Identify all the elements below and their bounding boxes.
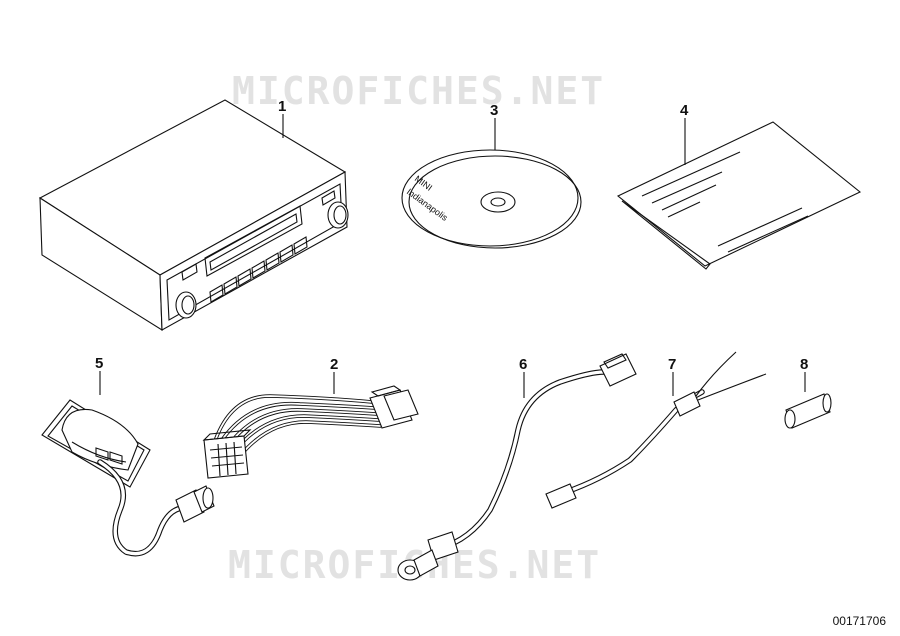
- part-8-sleeve: [784, 372, 832, 429]
- callout-7: 7: [668, 356, 676, 373]
- part-1-radio-unit: [38, 99, 349, 332]
- part-2-adapter-harness: [202, 372, 419, 479]
- part-6-antenna-cable: [397, 353, 637, 581]
- callout-6: 6: [519, 356, 527, 373]
- part-5-antenna: [41, 371, 215, 557]
- part-3-navigation-disc: MINI Indianapolis: [401, 118, 582, 249]
- part-7-y-cable: [545, 351, 767, 509]
- callout-8: 8: [800, 356, 808, 373]
- callout-4: 4: [680, 102, 689, 119]
- callout-5: 5: [95, 355, 103, 372]
- watermark-top: MICROFICHES.NET: [232, 69, 605, 113]
- callout-1: 1: [278, 98, 286, 115]
- callout-3: 3: [490, 102, 498, 119]
- callout-2: 2: [330, 356, 338, 373]
- part-4-instruction-manual: [616, 118, 862, 270]
- drawing-code: 00171706: [832, 614, 886, 628]
